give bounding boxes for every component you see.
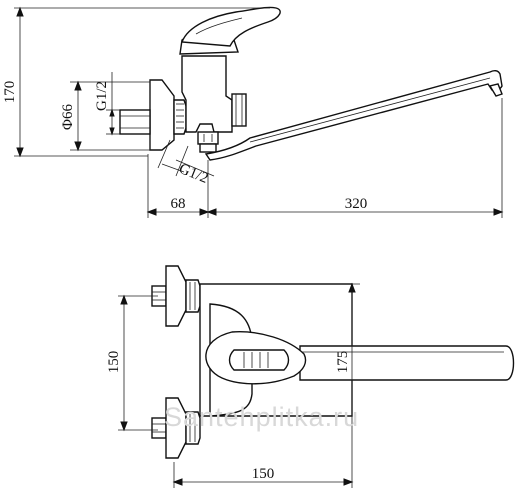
eccentric-nut: [173, 99, 187, 135]
swivel-collar: [197, 131, 219, 145]
offset-dimension-label: 68: [171, 196, 186, 212]
spout: [204, 69, 503, 161]
wall-flange: [149, 79, 175, 151]
centers-dimension-label: 150: [106, 351, 122, 374]
spout-length-label: 320: [345, 196, 368, 212]
diameter-dimension-label: Φ66: [60, 104, 76, 130]
thread-pipe: [119, 109, 151, 135]
thread-vertical-label: G1/2: [94, 81, 110, 111]
width-dimension-label: 150: [252, 466, 275, 482]
top-view: [118, 265, 515, 488]
height-dimension-label: 170: [2, 81, 18, 104]
depth-dimension-label: 175: [335, 351, 351, 374]
top-spout: [299, 345, 515, 381]
lever-handle: [181, 6, 281, 47]
aerator: [488, 83, 503, 97]
diverter-knob: [231, 93, 247, 127]
top-inlet-flange: [165, 265, 187, 327]
thread-angled-label: G1/2: [177, 161, 211, 187]
faucet-body: [181, 55, 233, 133]
watermark: Santehplitka.ru: [164, 402, 359, 432]
side-view: [14, 6, 504, 218]
